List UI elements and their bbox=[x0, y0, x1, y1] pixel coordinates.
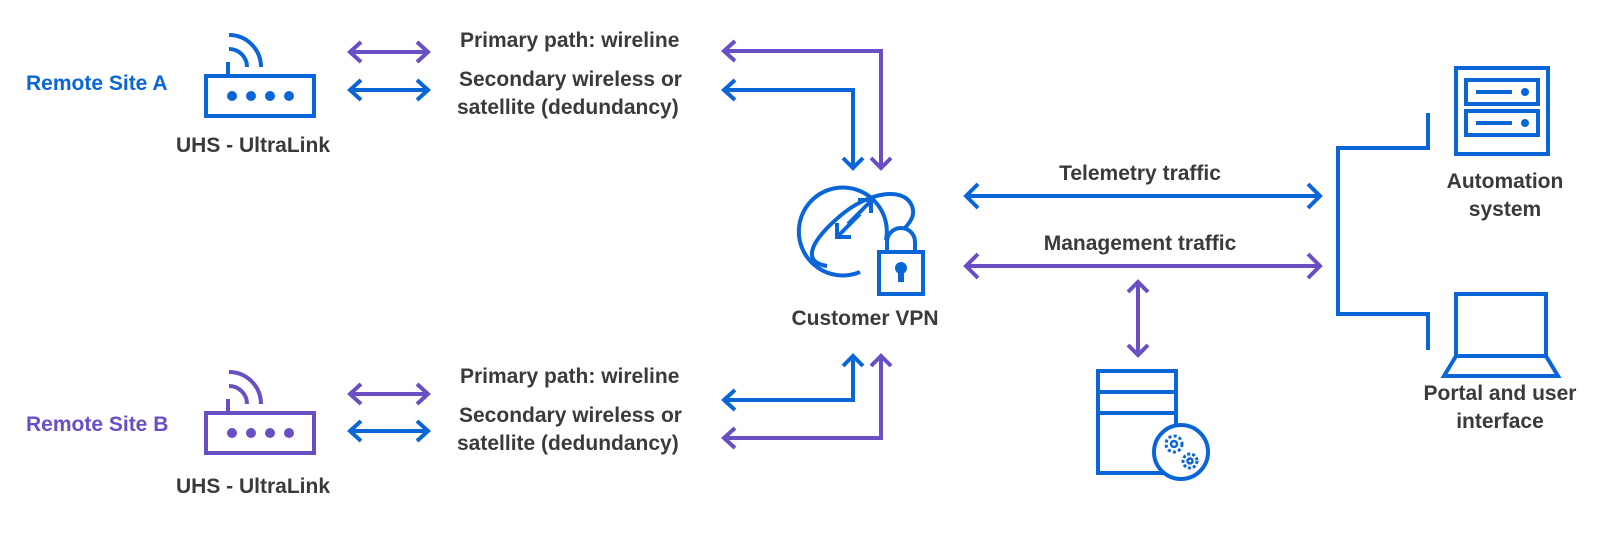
site-b-secondary-path-line1: Secondary wireless or bbox=[459, 404, 682, 427]
server-icon bbox=[1454, 66, 1550, 156]
site-a-secondary-path-line1: Secondary wireless or bbox=[459, 68, 682, 91]
management-server-arrow bbox=[1126, 279, 1150, 358]
site-a-primary-arrow bbox=[347, 40, 431, 64]
site-a-secondary-arrow bbox=[347, 78, 431, 102]
automation-system-label-line2: system bbox=[1468, 198, 1542, 221]
site-a-secondary-elbow-arrow bbox=[721, 78, 865, 171]
telemetry-traffic-label: Telemetry traffic bbox=[1059, 162, 1221, 185]
vpn-label: Customer VPN bbox=[791, 307, 939, 330]
remote-site-a-label: Remote Site A bbox=[26, 72, 168, 95]
server-gear-icon bbox=[1096, 369, 1210, 481]
site-a-device-label: UHS - UltraLink bbox=[176, 134, 331, 157]
laptop-icon bbox=[1440, 292, 1562, 378]
site-a-secondary-path-line2: satellite (dedundancy) bbox=[457, 96, 679, 119]
automation-system-label-line1: Automation bbox=[1446, 170, 1564, 193]
site-b-primary-elbow-arrow bbox=[721, 353, 865, 412]
portal-label-line1: Portal and user bbox=[1423, 382, 1577, 405]
management-traffic-label: Management traffic bbox=[1043, 232, 1237, 255]
site-b-secondary-elbow-arrow bbox=[721, 353, 893, 450]
site-a-primary-path-label: Primary path: wireline bbox=[460, 29, 680, 52]
globe-lock-icon bbox=[796, 185, 925, 296]
router-icon-site-b bbox=[204, 370, 316, 455]
site-b-secondary-arrow bbox=[347, 419, 431, 443]
site-b-device-label: UHS - UltraLink bbox=[176, 475, 331, 498]
portal-label-line2: interface bbox=[1456, 410, 1544, 433]
management-traffic-arrow bbox=[963, 252, 1323, 280]
target-bracket-connector bbox=[1336, 113, 1430, 350]
site-b-secondary-path-line2: satellite (dedundancy) bbox=[457, 432, 679, 455]
remote-site-b-label: Remote Site B bbox=[26, 413, 169, 436]
router-icon-site-a bbox=[204, 33, 316, 118]
site-b-primary-arrow bbox=[347, 382, 431, 406]
site-b-primary-path-label: Primary path: wireline bbox=[460, 365, 680, 388]
telemetry-traffic-arrow bbox=[963, 182, 1323, 210]
site-a-primary-elbow-arrow bbox=[721, 39, 893, 171]
